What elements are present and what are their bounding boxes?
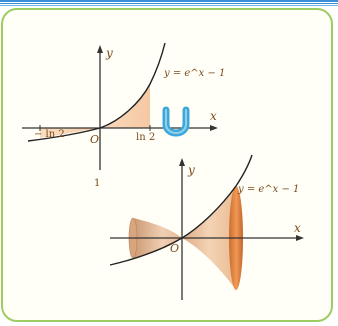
curve-bottom bbox=[109, 154, 253, 266]
rotation-arrow-icon bbox=[162, 106, 190, 137]
y-axis-arrow bbox=[97, 45, 103, 53]
tick-label-neg-ln2: − ln 2 bbox=[34, 129, 65, 140]
top-origin-label: O bbox=[90, 133, 99, 146]
x-axis-bottom-arrow bbox=[296, 235, 304, 241]
tick-label-one: 1 bbox=[94, 178, 100, 189]
y-axis-bottom-arrow bbox=[179, 158, 185, 166]
bottom-x-label: x bbox=[294, 221, 301, 235]
curve-top bbox=[27, 42, 166, 142]
tick-label-ln2: ln 2 bbox=[136, 132, 155, 143]
top-curve-label: y = e^x − 1 bbox=[163, 68, 225, 79]
top-rule bbox=[0, 0, 338, 6]
shaded-region-right bbox=[100, 84, 150, 128]
bottom-y-label: y bbox=[187, 163, 195, 177]
shaded-region-left bbox=[40, 128, 100, 138]
x-axis-arrow bbox=[210, 125, 218, 131]
bottom-curve-label: y = e^x − 1 bbox=[237, 184, 299, 195]
top-x-label: x bbox=[210, 109, 217, 123]
bottom-origin-label: O bbox=[170, 242, 179, 255]
rounded-frame bbox=[1, 8, 333, 322]
top-y-label: y bbox=[105, 46, 113, 60]
